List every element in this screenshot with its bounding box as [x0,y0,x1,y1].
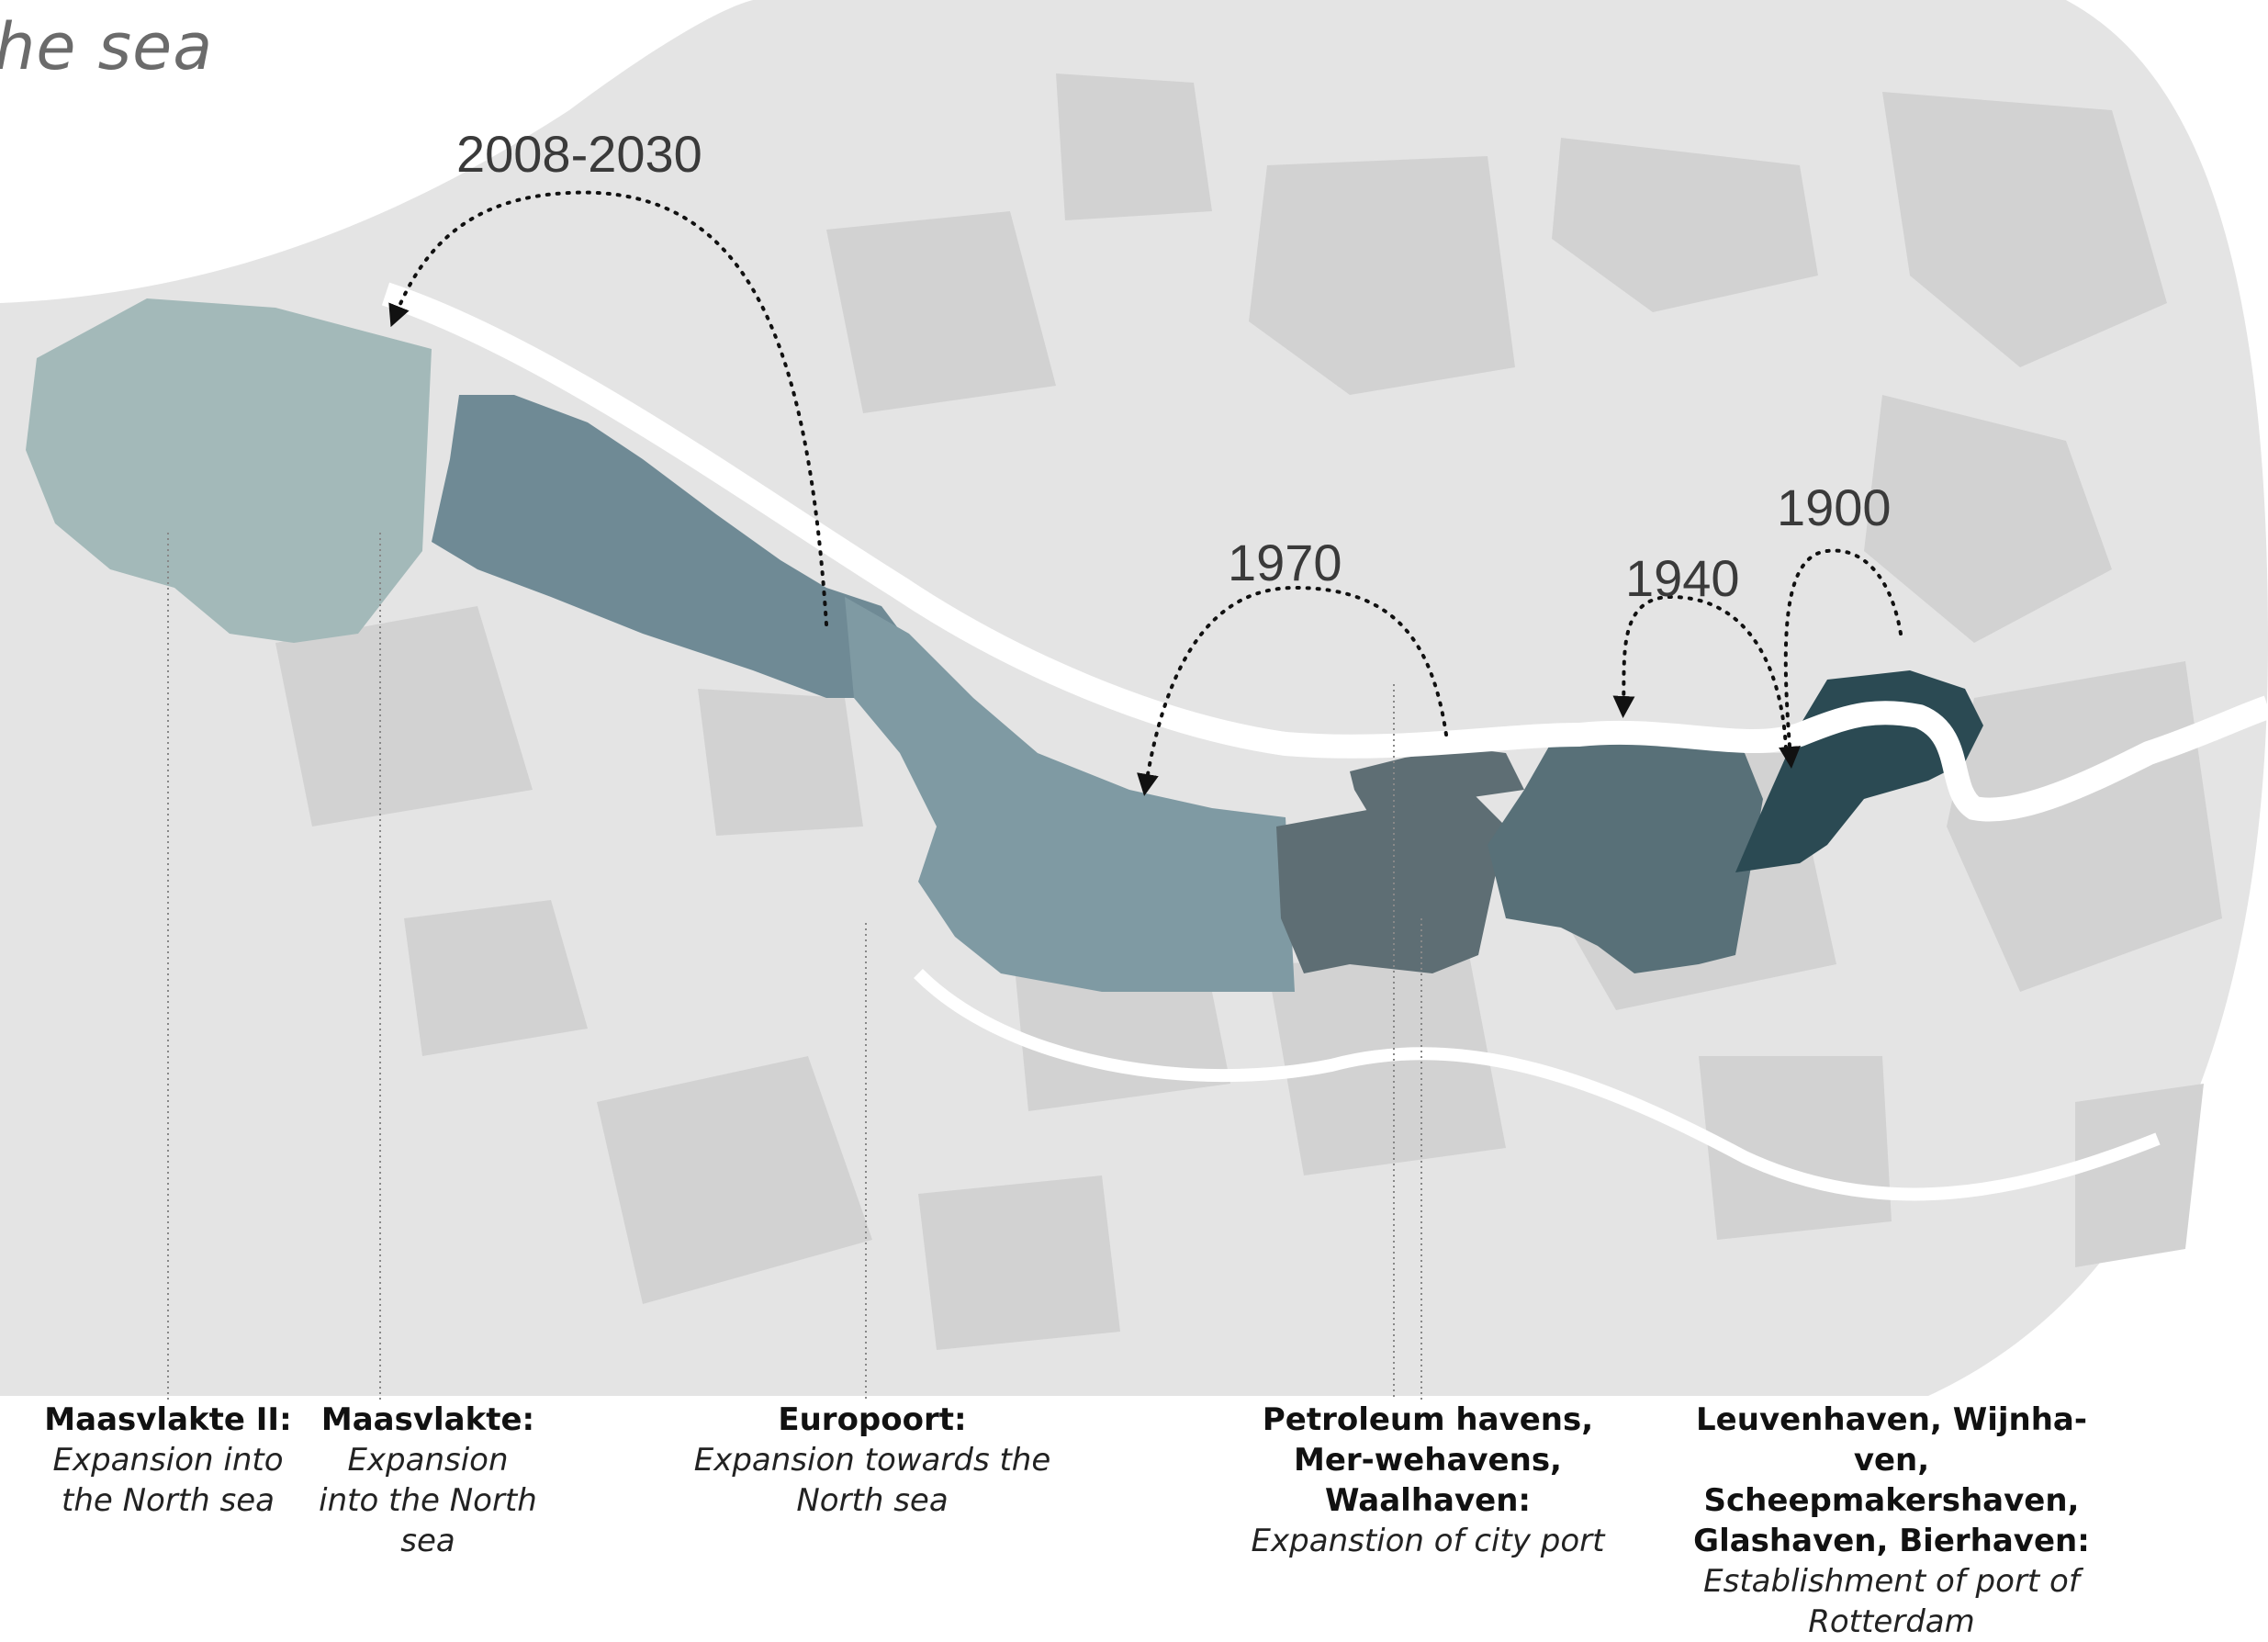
region-1970-north [1350,748,1524,813]
caption-maasvlakte: Maasvlakte: Expansion into the North sea [318,1400,538,1561]
port-expansion-map [0,0,2268,1400]
era-label-1940: 1940 [1625,549,1740,607]
region-maasvlakte-ii [26,298,432,643]
arrow-2008-2030 [388,190,828,626]
era-label-1900: 1900 [1777,478,1892,536]
caption-port-of-rotterdam: Leuvenhaven, Wijnha-ven, Scheepmakershav… [1671,1400,2112,1642]
caption-description: Expanstion of city port [1251,1523,1605,1559]
caption-description: Expansion into the North sea [319,1442,537,1559]
river-oude-maas [914,969,2161,1201]
arrow-1940 [1612,594,1788,750]
caption-title: Leuvenhaven, Wijnha-ven, Scheepmakershav… [1693,1401,2090,1559]
river-nieuwe-maas [381,282,2268,822]
leader-lines [167,533,1422,1400]
arrow-1900 [1779,548,1903,769]
arrow-1970 [1137,585,1448,796]
page-heading: he sea [0,9,214,84]
caption-title: Maasvlakte II: [44,1401,292,1438]
caption-title: Petroleum havens, Mer-wehavens, Waalhave… [1262,1401,1594,1519]
caption-description: Expansion towards the North sea [693,1442,1051,1519]
caption-city-port: Petroleum havens, Mer-wehavens, Waalhave… [1221,1400,1634,1561]
caption-title: Europoort: [778,1401,967,1438]
caption-maasvlakte-ii: Maasvlakte II: Expansion into the North … [26,1400,310,1521]
caption-description: Expansion into the North sea [52,1442,284,1519]
region-1940 [1488,725,1763,973]
caption-description: Establishment of port of Rotterdam [1703,1563,2080,1640]
region-maasvlakte [432,395,909,698]
era-label-2008-2030: 2008-2030 [456,125,702,183]
era-label-1970: 1970 [1228,534,1342,591]
caption-europoort: Europoort: Expansion towards the North s… [679,1400,1065,1521]
region-europoort [845,597,1295,992]
region-1970 [1276,790,1506,973]
caption-title: Maasvlakte: [320,1401,535,1438]
